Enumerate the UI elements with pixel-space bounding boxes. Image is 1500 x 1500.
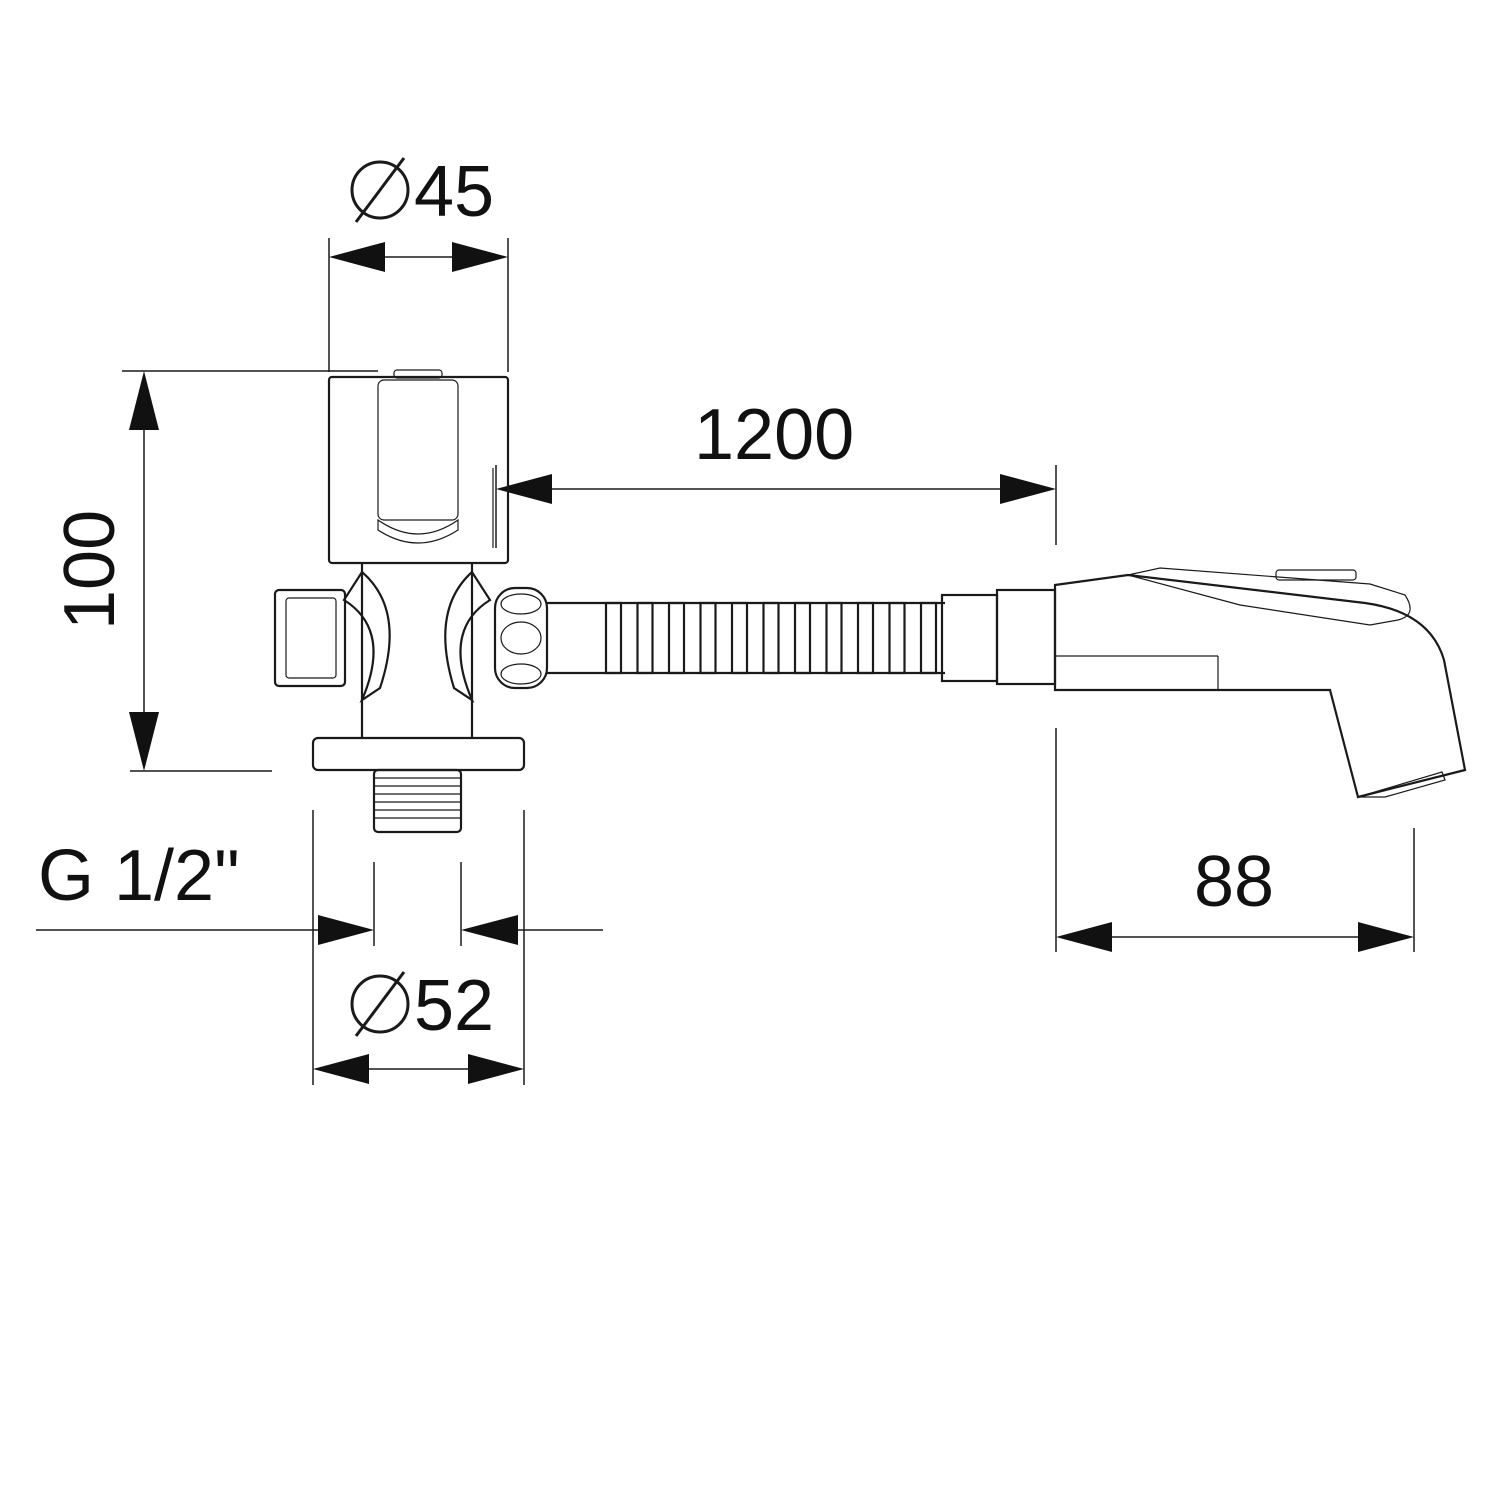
dimension-hose-length: 1200: [495, 395, 1057, 548]
hose-ring: [604, 601, 623, 675]
dimension-head-diameter: 45: [328, 152, 509, 372]
valve-body: [273, 563, 549, 834]
dimension-thread: G 1/2": [36, 836, 603, 946]
flexible-hose: [547, 601, 945, 675]
diameter-icon: [350, 157, 410, 223]
dimension-base-diameter: 52: [312, 810, 525, 1085]
hose-ring: [888, 601, 906, 675]
diameter-icon: [350, 971, 410, 1037]
hose-ring: [793, 601, 812, 675]
hose-ring: [919, 601, 938, 675]
base-diameter-label: 52: [414, 966, 494, 1046]
valve-head: [327, 369, 510, 565]
thread-label: G 1/2": [38, 836, 240, 916]
head-diameter-label: 45: [414, 152, 494, 232]
spray-head: [940, 567, 1467, 799]
dimension-height: 100: [50, 370, 378, 772]
spray-length-label: 88: [1194, 842, 1274, 922]
hose-ring: [730, 601, 749, 675]
hose-ring: [636, 601, 654, 675]
height-label: 100: [50, 510, 130, 630]
hose-ring: [762, 601, 780, 675]
hose-length-label: 1200: [694, 395, 854, 475]
hose-ring: [856, 601, 875, 675]
hose-ring: [825, 601, 843, 675]
dimension-spray-length: 88: [1055, 728, 1415, 952]
hose-ring: [667, 601, 686, 675]
hose-ring: [699, 601, 717, 675]
